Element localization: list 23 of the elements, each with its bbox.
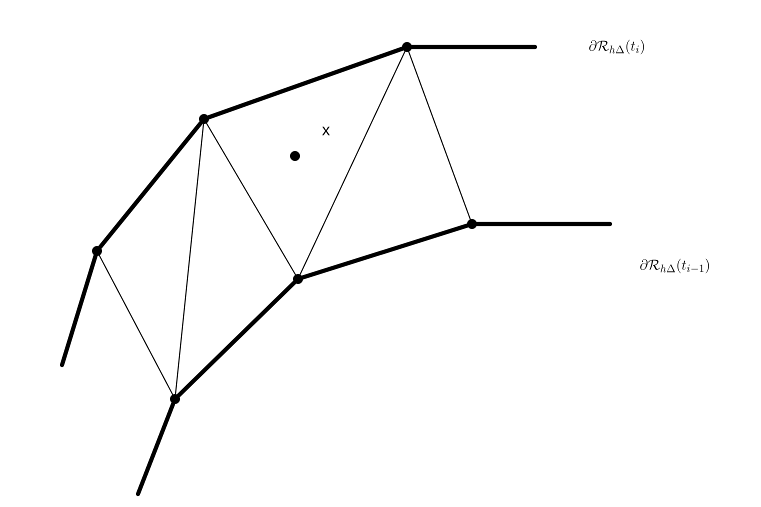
boundary-line [136, 402, 176, 496]
boundary-line [206, 46, 404, 120]
mesh-edge [98, 255, 174, 395]
boundary-line [475, 222, 612, 226]
mesh-edge [206, 122, 296, 276]
vertex-dot [467, 219, 477, 229]
vertex-dot [290, 151, 300, 161]
point-label: x [322, 126, 330, 136]
boundary-label: $\partial\mathcal{R}_{h\Delta}(t_{i-1})$ [640, 258, 709, 274]
vertex-dot [92, 246, 102, 256]
vertex-dot [293, 274, 303, 284]
mesh-edge [174, 124, 204, 394]
boundary-line [60, 254, 98, 368]
boundary-line [98, 120, 203, 250]
mesh-edge [408, 51, 471, 220]
boundary-line [300, 223, 470, 280]
vertex-dot [402, 42, 412, 52]
boundary-line [410, 44, 538, 50]
boundary-label: $\partial\mathcal{R}_{h\Delta}(t_i)$ [589, 40, 644, 54]
boundary-line [176, 280, 296, 398]
vertex-dot [199, 114, 209, 124]
mesh-edge [300, 51, 406, 275]
vertex-dot [170, 394, 180, 404]
